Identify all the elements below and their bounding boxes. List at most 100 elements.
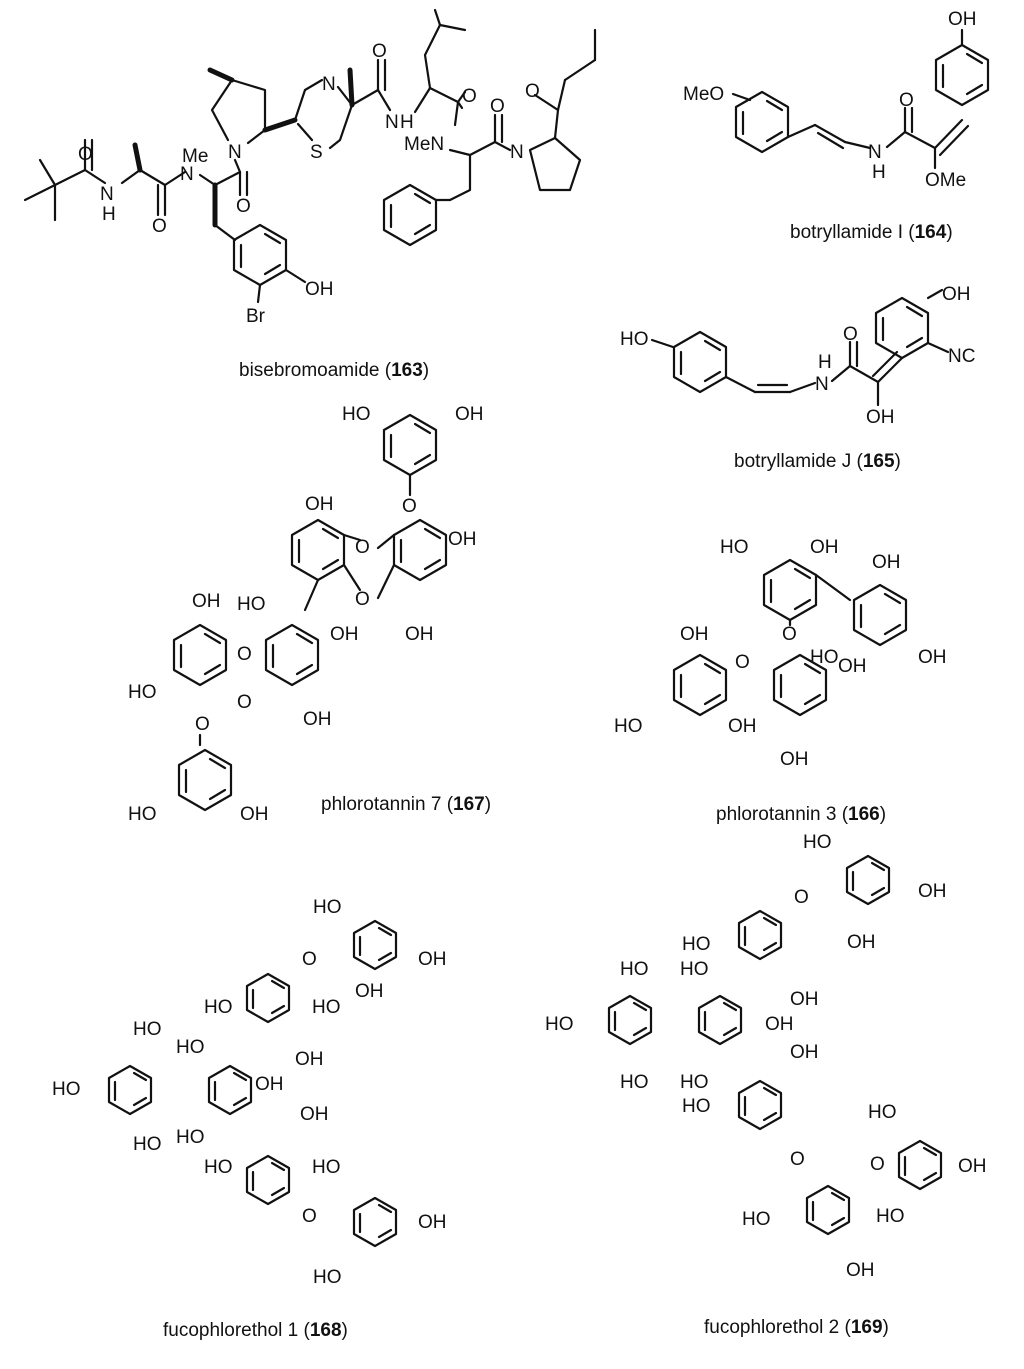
- atom-ho: HO: [876, 1206, 905, 1227]
- compound-label-163: bisebromoamide (163): [239, 360, 429, 381]
- atom-ho: HO: [680, 1072, 709, 1093]
- atom-o: O: [372, 41, 387, 62]
- compound-label-164: botryllamide I (164): [790, 222, 953, 243]
- atom-oh: OH: [255, 1074, 284, 1095]
- atom-ho: HO: [614, 716, 643, 737]
- atom-ho: HO: [682, 1096, 711, 1117]
- structure-fucophlorethol-2: HO OH OH O HO OH HO HO OH HO HO HO OH HO…: [545, 832, 987, 1338]
- atom-n: N: [322, 74, 336, 95]
- atom-ho: HO: [810, 647, 839, 668]
- atom-oh: OH: [847, 932, 876, 953]
- atom-o: O: [462, 86, 477, 107]
- atom-n: N: [868, 142, 882, 163]
- atom-ho: HO: [680, 959, 709, 980]
- structure-bisebromoamide: O N H O N Me OH Br O N S N: [23, 8, 597, 381]
- atom-n: N: [815, 374, 829, 395]
- atom-oh: OH: [918, 881, 947, 902]
- atom-oh: OH: [790, 1042, 819, 1063]
- structure-botryllamide-i: MeO N H O OMe OH botryllamide I (164): [683, 9, 990, 243]
- atom-ho: HO: [176, 1037, 205, 1058]
- compound-label-169: fucophlorethol 2 (169): [704, 1317, 889, 1338]
- atom-oh: OH: [192, 591, 221, 612]
- atom-ho: HO: [133, 1134, 162, 1155]
- atom-ho: HO: [128, 682, 157, 703]
- atom-nc: NC: [948, 346, 975, 367]
- atom-oh: OH: [300, 1104, 329, 1125]
- atom-ho: HO: [620, 1072, 649, 1093]
- atom-ho: HO: [620, 329, 649, 350]
- atom-oh: OH: [680, 624, 709, 645]
- atom-oh: OH: [305, 279, 334, 300]
- atom-ho: HO: [682, 934, 711, 955]
- atom-oh: OH: [918, 647, 947, 668]
- atom-oh: OH: [846, 1260, 875, 1281]
- compound-label-167: phlorotannin 7 (167): [321, 794, 491, 815]
- atom-o: O: [302, 1206, 317, 1227]
- compound-label-168: fucophlorethol 1 (168): [163, 1320, 348, 1341]
- atom-oh: OH: [405, 624, 434, 645]
- atom-o: O: [782, 624, 797, 645]
- atom-ho: HO: [128, 804, 157, 825]
- atom-o: O: [355, 537, 370, 558]
- atom-oh: OH: [942, 284, 971, 305]
- atom-ho: HO: [342, 404, 371, 425]
- structure-phlorotannin-7: HO OH O OH O O OH OH HO OH O O OH OH HO …: [128, 404, 491, 825]
- atom-oh: OH: [790, 989, 819, 1010]
- atom-n: N: [510, 142, 524, 163]
- atom-o: O: [735, 652, 750, 673]
- atom-o: O: [237, 644, 252, 665]
- atom-meo: MeO: [683, 84, 724, 105]
- atom-oh: OH: [455, 404, 484, 425]
- atom-oh: OH: [765, 1014, 794, 1035]
- atom-ho: HO: [312, 997, 341, 1018]
- structure-phlorotannin-3: HO OH OH HO OH O OH O OH HO OH OH phloro…: [614, 537, 947, 825]
- atom-men: MeN: [404, 134, 444, 155]
- atom-o: O: [195, 714, 210, 735]
- atom-ho: HO: [545, 1014, 574, 1035]
- atom-oh: OH: [810, 537, 839, 558]
- structure-botryllamide-j: HO N H O OH OH NC botryllamide J (165): [620, 284, 975, 472]
- atom-ho: HO: [176, 1127, 205, 1148]
- atom-ho: HO: [312, 1157, 341, 1178]
- atom-h: H: [400, 112, 414, 133]
- atom-s: S: [310, 142, 323, 163]
- atom-ho: HO: [133, 1019, 162, 1040]
- atom-o: O: [870, 1154, 885, 1175]
- atom-oh: OH: [305, 494, 334, 515]
- atom-ho: HO: [52, 1079, 81, 1100]
- atom-o: O: [355, 589, 370, 610]
- atom-ome: OMe: [925, 170, 966, 191]
- atom-o: O: [78, 144, 93, 165]
- atom-oh: OH: [958, 1156, 987, 1177]
- atom-o: O: [302, 949, 317, 970]
- atom-o: O: [790, 1149, 805, 1170]
- compound-label-165: botryllamide J (165): [734, 451, 901, 472]
- atom-o: O: [236, 196, 251, 217]
- atom-ho: HO: [313, 1267, 342, 1288]
- atom-o: O: [237, 692, 252, 713]
- atom-oh: OH: [330, 624, 359, 645]
- atom-o: O: [402, 496, 417, 517]
- atom-oh: OH: [838, 656, 867, 677]
- atom-oh: OH: [295, 1049, 324, 1070]
- atom-me: Me: [182, 146, 208, 167]
- atom-oh: OH: [240, 804, 269, 825]
- atom-n: N: [100, 184, 114, 205]
- atom-oh: OH: [948, 9, 977, 30]
- atom-ho: HO: [237, 594, 266, 615]
- atom-h: H: [102, 204, 116, 225]
- atom-br: Br: [246, 306, 266, 327]
- compound-label-166: phlorotannin 3 (166): [716, 804, 886, 825]
- structure-fucophlorethol-1: HO OH OH O HO HO OH HO OH HO HO HO HO OH…: [52, 897, 447, 1341]
- atom-h: H: [818, 352, 832, 373]
- atom-oh: OH: [303, 709, 332, 730]
- atom-o: O: [899, 90, 914, 111]
- atom-n: N: [228, 142, 242, 163]
- atom-ho: HO: [620, 959, 649, 980]
- atom-o: O: [152, 216, 167, 237]
- atom-ho: HO: [204, 997, 233, 1018]
- atom-ho: HO: [803, 832, 832, 853]
- atom-ho: HO: [742, 1209, 771, 1230]
- atom-ho: HO: [313, 897, 342, 918]
